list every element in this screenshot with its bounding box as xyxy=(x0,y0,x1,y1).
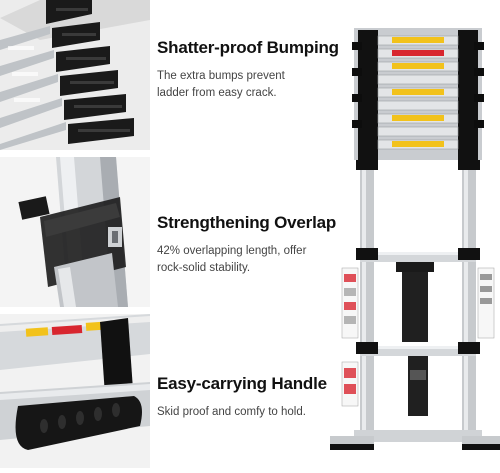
feature-title: Shatter-proof Bumping xyxy=(157,38,339,57)
rail-labels xyxy=(341,267,495,407)
base-feet xyxy=(330,436,500,450)
feature-title: Strengthening Overlap xyxy=(157,213,337,232)
bumper-icon xyxy=(0,0,150,150)
desc-line: rock-solid stability. xyxy=(157,262,251,274)
desc-line: Skid proof and comfy to hold. xyxy=(157,406,306,418)
handle-closeup-photo xyxy=(0,314,150,468)
collapsed-rungs xyxy=(352,28,484,160)
overlap-closeup-photo xyxy=(0,157,150,307)
feature-strengthening-overlap: Strengthening Overlap 42% overlapping le… xyxy=(157,213,347,277)
feature-description: The extra bumps prevent ladder from easy… xyxy=(157,68,347,102)
telescopic-ladder-photo xyxy=(330,0,500,468)
feature-description: 42% overlapping length, offer rock-solid… xyxy=(157,243,347,277)
bumpers-closeup-photo xyxy=(0,0,150,150)
carry-strap xyxy=(396,262,434,416)
side-rails xyxy=(360,160,476,442)
desc-line: The extra bumps prevent xyxy=(157,70,285,82)
desc-line: ladder from easy crack. xyxy=(157,87,277,99)
handle-photo xyxy=(0,314,150,450)
ladder-photo xyxy=(18,157,128,307)
desc-line: 42% overlapping length, offer xyxy=(157,245,307,257)
feature-description: Skid proof and comfy to hold. xyxy=(157,404,347,421)
feature-shatter-proof: Shatter-proof Bumping The extra bumps pr… xyxy=(157,38,347,102)
rungs xyxy=(354,252,482,442)
feature-title: Easy-carrying Handle xyxy=(157,374,327,393)
feature-easy-carrying-handle: Easy-carrying Handle Skid proof and comf… xyxy=(157,374,347,421)
